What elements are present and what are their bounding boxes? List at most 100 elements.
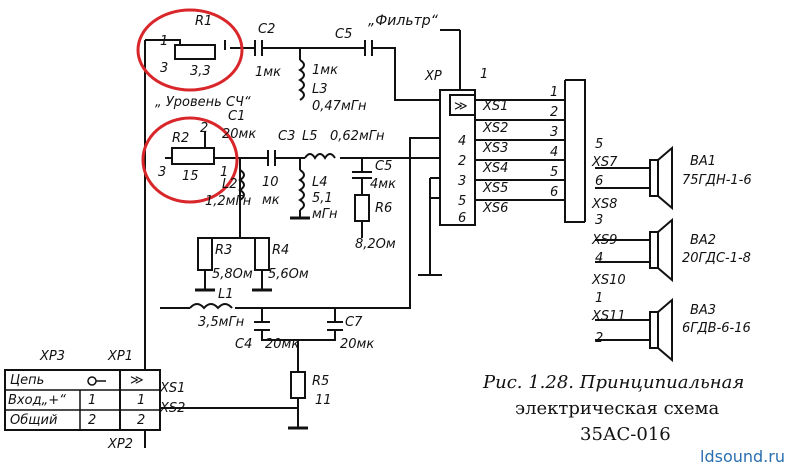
filter-label: „Фильтр“ [368, 13, 439, 29]
ba2-cone [657, 217, 673, 283]
ba2-pin3: 3 [595, 213, 603, 228]
c3-value: 10 [262, 175, 279, 190]
c3-unit: мк [262, 193, 280, 208]
l5-value: 0,62мГн [330, 129, 385, 144]
xs10-label: XS10 [591, 273, 626, 288]
ba3-pin1: 1 [595, 291, 603, 306]
xp-pin-box [449, 94, 476, 116]
r6-body [354, 194, 370, 222]
r2-pin3: 3 [158, 165, 166, 180]
l3-name: L3 [312, 82, 328, 97]
xs4-label: XS4 [482, 161, 508, 176]
wire-num-5: 5 [550, 165, 558, 180]
speaker-labels: 5 XS7 6 XS8 BA1 75ГДН-1-6 3 XS9 4 XS10 B… [591, 137, 752, 346]
ba1-name: BA1 [690, 154, 716, 169]
ba2-model: 20ГДС-1-8 [682, 251, 751, 266]
xs8-label: XS8 [591, 197, 617, 212]
r2-highlight [141, 116, 239, 204]
c1-value: 20мк [222, 127, 256, 142]
capacitor-plates [254, 40, 373, 331]
xp1-box [119, 369, 161, 431]
r6-name: R6 [375, 201, 392, 216]
ba1-cone [657, 145, 673, 211]
site-watermark[interactable]: ldsound.ru [700, 447, 785, 466]
xs2-input-label: XS2 [159, 401, 185, 416]
ba2-name: BA2 [690, 233, 716, 248]
ba3-cone [657, 297, 673, 363]
inductor-coils [189, 59, 336, 310]
ba3-body [649, 311, 659, 349]
r2-value: 15 [182, 169, 199, 184]
xs2-label: XS2 [482, 121, 508, 136]
caption-line-3: 35АС-016 [580, 424, 671, 445]
figure-caption: Рис. 1.28. Принципиальная электрическая … [482, 372, 744, 445]
c2-value: 1мк [255, 65, 281, 80]
ba1-pin6: 6 [595, 174, 603, 189]
r1-name: R1 [195, 14, 212, 29]
xp1-pin2: 2 [137, 413, 145, 428]
r3-name: R3 [215, 243, 232, 258]
l4-value: 5,1 [312, 191, 333, 206]
wire-num-2: 2 [550, 105, 558, 120]
xp3-table [4, 369, 121, 431]
ba3-pin2: 2 [595, 331, 603, 346]
r1-caption: „ Уровень СЧ“ [155, 95, 251, 110]
r4-value: 5,6Ом [268, 267, 309, 282]
r1-pin3: 3 [160, 61, 168, 76]
xs11-label: XS11 [591, 309, 626, 324]
c2-name: C2 [258, 22, 275, 37]
l3-value2: 0,47мГн [312, 99, 367, 114]
r1-body [174, 44, 216, 60]
r4-body [254, 237, 270, 271]
ba2-body [649, 231, 659, 269]
c1-name: C1 [228, 109, 245, 124]
row-label-1: Вход„+“ [8, 393, 66, 408]
caption-line-1: Рис. 1.28. Принципиальная [482, 372, 744, 393]
l5-name: L5 [302, 129, 318, 144]
caption-line-2: электрическая схема [515, 398, 719, 419]
r2-body [171, 147, 215, 165]
xp-pin-3: 5 [458, 194, 466, 209]
l4-unit: мГн [312, 207, 338, 222]
wiring [120, 29, 650, 448]
l4-name: L4 [312, 175, 328, 190]
ground-symbols [195, 216, 310, 430]
xp1-pin1: 1 [137, 393, 145, 408]
c5b-value: 4мк [370, 177, 396, 192]
xs3-label: XS3 [482, 141, 508, 156]
c4-value: 20мк [265, 337, 299, 352]
wire-num-6: 6 [550, 185, 558, 200]
xp-num: 1 [480, 67, 488, 82]
xp-pin-4: 6 [458, 211, 466, 226]
r5-name: R5 [312, 374, 329, 389]
xp-arrow: ≫ [454, 99, 468, 114]
shield-symbol [87, 376, 97, 386]
r1-pin1: 1 [160, 34, 168, 49]
c5a-name: C5 [335, 27, 352, 42]
component-labels: R1 1 3 3,3 „ Уровень СЧ“ C2 1мк 1мк L3 0… [155, 13, 439, 408]
xp-connector-labels: XP 1 ≫ 4 2 3 5 6 XS1 XS2 XS3 XS4 XS5 XS6… [424, 67, 558, 226]
component-bodies [4, 44, 476, 431]
xs7-label: XS7 [591, 155, 618, 170]
c3-name: C3 [278, 129, 295, 144]
xs1-label: XS1 [482, 99, 508, 114]
r3-body [197, 237, 213, 271]
r1-highlight [136, 8, 244, 92]
c5b-name: C5 [375, 159, 392, 174]
xs1-input-label: XS1 [159, 381, 185, 396]
row-label-2: Общий [10, 413, 57, 428]
r6-value: 8,2Ом [355, 237, 396, 252]
xs5-label: XS5 [482, 181, 508, 196]
c7-name: C7 [345, 315, 363, 330]
r2-name: R2 [172, 131, 189, 146]
ba3-model: 6ГДВ-6-16 [682, 321, 751, 336]
wire-num-4: 4 [550, 145, 558, 160]
r5-value: 11 [315, 393, 332, 408]
highlight-marks [136, 8, 244, 204]
xp-pin-2: 3 [458, 174, 466, 189]
l2-name: L2 [222, 177, 238, 192]
row-num-1: 1 [88, 393, 96, 408]
wire-num-1: 1 [550, 85, 558, 100]
r1-value: 3,3 [190, 64, 211, 79]
xp-pin-1: 2 [458, 154, 466, 169]
